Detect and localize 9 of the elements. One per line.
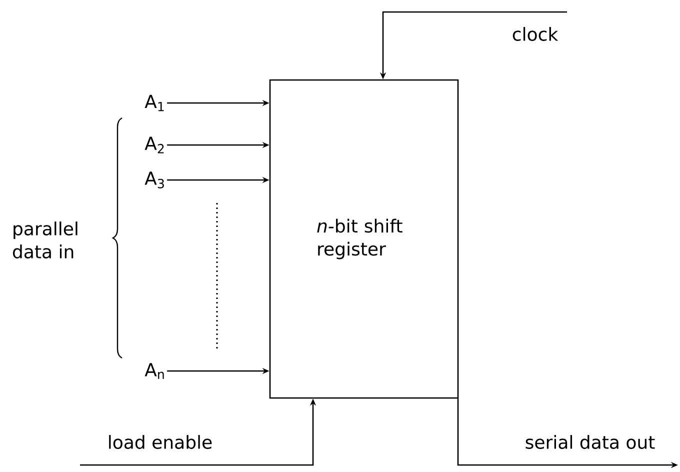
register-box: n-bit shift register bbox=[269, 79, 459, 399]
input-label: A$_{1}$ bbox=[144, 94, 164, 112]
input-label: A$_{3}$ bbox=[144, 172, 164, 188]
group-label: parallel data in bbox=[13, 222, 78, 258]
signal-label: load enable bbox=[106, 434, 214, 450]
input-label: A$_{n}$ bbox=[144, 363, 164, 379]
input-label: A$_{2}$ bbox=[144, 136, 164, 154]
signal-label: serial data out bbox=[524, 434, 656, 450]
signal-label: clock bbox=[510, 26, 560, 42]
